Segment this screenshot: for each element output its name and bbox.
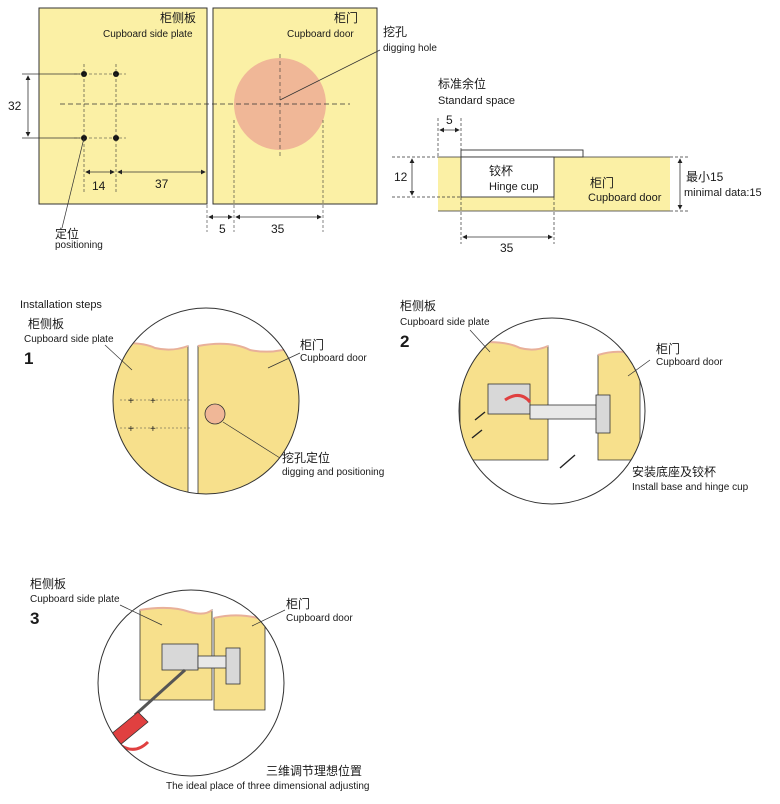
step3-adjust-en: The ideal place of three dimensional adj…: [166, 781, 370, 792]
step2-side-plate-en: Cupboard side plate: [400, 317, 490, 328]
step2-side-plate-zh: 柜侧板: [400, 299, 437, 313]
side-plate-label-zh: 柜侧板: [160, 11, 197, 25]
step3-number: 3: [30, 609, 40, 628]
min-zh: 最小15: [686, 170, 724, 184]
positioning-label-zh: 定位: [55, 227, 80, 241]
door-section-zh: 柜门: [590, 176, 615, 190]
dim-35-left: 35: [271, 222, 285, 236]
min-en: minimal data:15: [684, 187, 762, 199]
hinge-cup-box: [460, 156, 555, 198]
hinge-cup-en: Hinge cup: [489, 181, 539, 193]
step3-door-zh: 柜门: [286, 597, 311, 611]
door-label-en: Cupboard door: [287, 29, 354, 40]
hole-label-zh: 挖孔: [383, 25, 408, 39]
step1-door-en: Cupboard door: [300, 353, 367, 364]
step3-door-en: Cupboard door: [286, 613, 353, 624]
dim-14: 14: [92, 179, 106, 193]
svg-text:+: +: [150, 424, 156, 435]
door-label-zh: 柜门: [334, 11, 359, 25]
svg-text:+: +: [150, 396, 156, 407]
dim-32-lines: [22, 73, 80, 139]
step2-number: 2: [400, 332, 410, 351]
step1-door-zh: 柜门: [300, 338, 325, 352]
dim-5-right: 5: [446, 113, 453, 127]
step1-illustration: + + + +: [112, 307, 300, 495]
dim-32: 32: [8, 99, 22, 113]
step1-side-plate-zh: 柜侧板: [28, 317, 65, 331]
hole-label-en: digging hole: [383, 43, 437, 54]
positioning-label-en: positioning: [55, 240, 103, 251]
standard-space-zh: 标准余位: [438, 77, 487, 91]
step1-number: 1: [24, 349, 34, 368]
step3-side-plate-zh: 柜侧板: [30, 577, 67, 591]
standard-space-en: Standard space: [438, 95, 516, 107]
hinge-cup-zh: 铰杯: [489, 164, 514, 178]
dim-37: 37: [155, 177, 169, 191]
dim-12: 12: [394, 170, 408, 184]
step1-dig-en: digging and positioning: [282, 467, 385, 478]
door-section-en: Cupboard door: [588, 192, 662, 204]
step3-illustration: [97, 589, 285, 777]
svg-text:+: +: [128, 424, 134, 435]
step1-side-plate-en: Cupboard side plate: [24, 334, 114, 345]
side-plate-label-en: Cupboard side plate: [103, 29, 193, 40]
step2-illustration: [458, 317, 646, 505]
step2-door-zh: 柜门: [656, 342, 681, 356]
step3-side-plate-en: Cupboard side plate: [30, 594, 120, 605]
step2-install-en: Install base and hinge cup: [632, 482, 749, 493]
dim-5-left: 5: [219, 222, 226, 236]
svg-text:+: +: [128, 396, 134, 407]
installation-steps-title: Installation steps: [20, 299, 102, 311]
step2-install-zh: 安装底座及铰杯: [632, 465, 717, 479]
dim-35-right: 35: [500, 241, 514, 255]
step2-door-en: Cupboard door: [656, 357, 723, 368]
step3-adjust-zh: 三维调节理想位置: [266, 764, 363, 778]
step1-dig-zh: 挖孔定位: [282, 451, 331, 465]
